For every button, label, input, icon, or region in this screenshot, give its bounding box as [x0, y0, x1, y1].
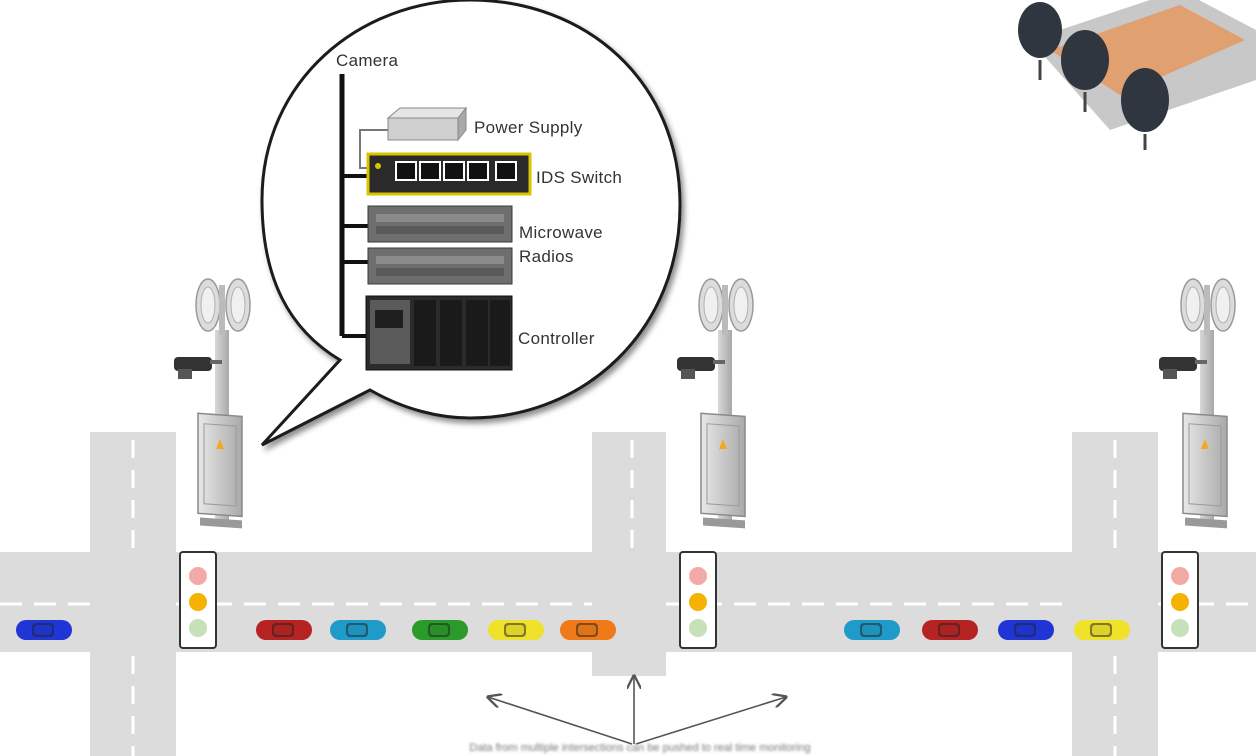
- microwave-label-line1: Microwave: [519, 223, 603, 242]
- camera-label: Camera: [336, 51, 399, 70]
- car-4: [412, 620, 468, 640]
- car-3: [330, 620, 386, 640]
- car-8: [922, 620, 978, 640]
- power-supply-label: Power Supply: [474, 118, 583, 137]
- ids-switch-device: [366, 152, 532, 196]
- control-room-illustration: [1018, 0, 1256, 150]
- traffic-light-1: [179, 551, 217, 649]
- traffic-light-2: [679, 551, 717, 649]
- car-10: [1074, 620, 1130, 640]
- car-2: [256, 620, 312, 640]
- car-9: [998, 620, 1054, 640]
- pole-unit-intersection-1: [173, 278, 251, 530]
- microwave-label-line2: Radios: [519, 247, 574, 266]
- ids-switch-label: IDS Switch: [536, 168, 622, 187]
- car-5: [488, 620, 544, 640]
- data-flow-arrows: [488, 676, 786, 745]
- car-7: [844, 620, 900, 640]
- pole-unit-intersection-3: [1158, 278, 1236, 530]
- microwave-radio-device: [367, 205, 513, 285]
- equipment-callout: Camera Power Supply IDS Switch: [260, 0, 682, 447]
- traffic-lights: [179, 551, 1199, 649]
- pole-unit-intersection-2: [676, 278, 754, 530]
- controller-label: Controller: [518, 329, 595, 348]
- caption-text: Data from multiple intersections can be …: [469, 742, 811, 754]
- car-1: [16, 620, 72, 640]
- power-supply-device: [359, 106, 468, 169]
- car-6: [560, 620, 616, 640]
- controller-device: [365, 295, 513, 371]
- traffic-light-3: [1161, 551, 1199, 649]
